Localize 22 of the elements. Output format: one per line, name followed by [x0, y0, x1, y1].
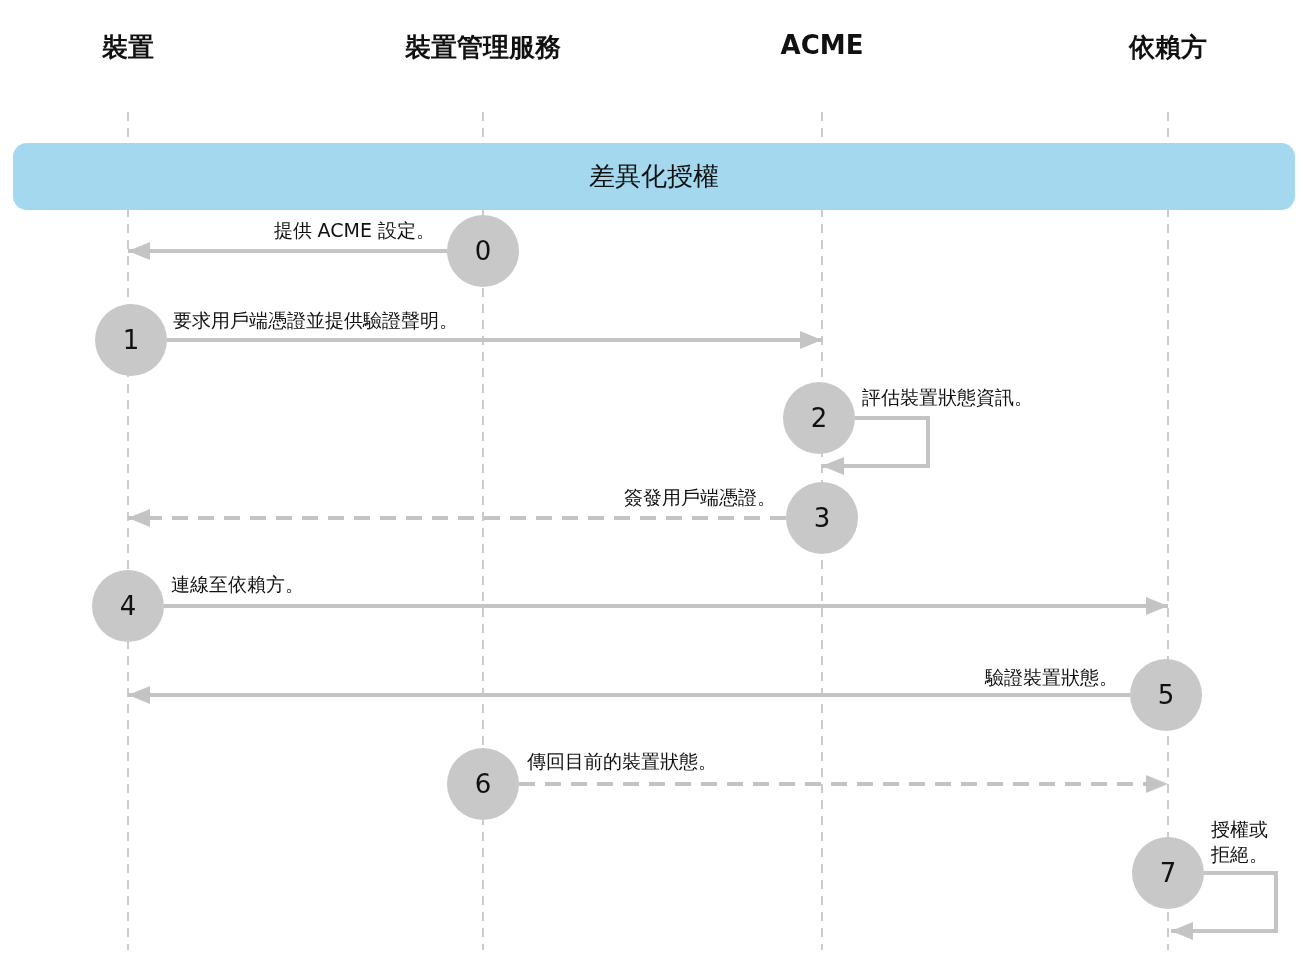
step-number: 4 — [119, 591, 137, 621]
arrow — [1171, 871, 1278, 940]
step-number: 3 — [813, 503, 831, 533]
step-number: 7 — [1159, 858, 1177, 888]
arrow — [167, 331, 822, 349]
lifeline-heading: 裝置管理服務 — [405, 30, 561, 65]
arrow — [128, 242, 447, 260]
step-number: 0 — [474, 236, 492, 266]
step-number: 6 — [474, 769, 492, 799]
arrow — [128, 686, 1130, 704]
phase-band — [13, 143, 1295, 210]
step-number: 5 — [1157, 680, 1175, 710]
arrow — [128, 509, 786, 527]
arrow — [822, 416, 930, 475]
lifeline-heading: 依賴方 — [1129, 30, 1207, 65]
lifeline-heading: 裝置 — [102, 30, 154, 65]
phase-title: 差異化授權 — [589, 160, 719, 193]
arrow — [164, 597, 1168, 615]
step-number: 2 — [810, 403, 828, 433]
step-number: 1 — [122, 325, 140, 355]
lifeline-heading: ACME — [780, 30, 864, 60]
arrow — [519, 775, 1168, 793]
